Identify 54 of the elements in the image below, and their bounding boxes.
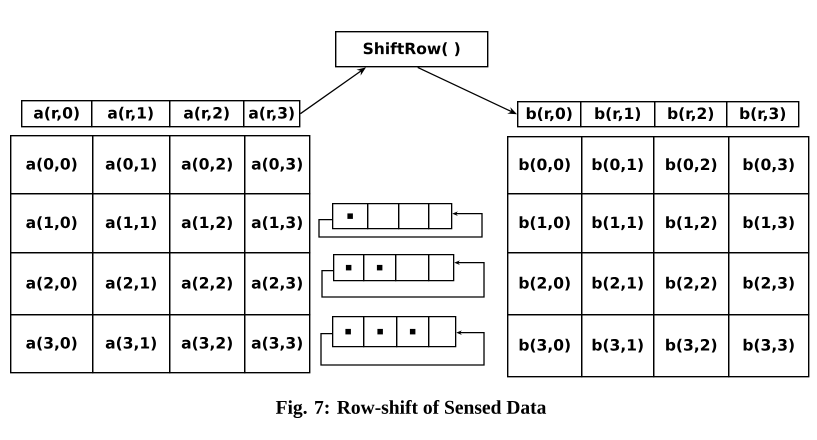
matrix-cell: b(1,2) (653, 193, 730, 254)
register-cell (395, 254, 430, 282)
matrix-cell: a(0,2) (169, 135, 246, 194)
matrix-cell: a(3,1) (92, 314, 170, 374)
matrix-cell: b(2,3) (728, 252, 810, 316)
row-cell: b(r,2) (654, 101, 728, 128)
matrix-cell: a(0,1) (92, 135, 170, 194)
matrix-cell: b(0,3) (728, 136, 810, 194)
row-cell: a(r,0) (21, 100, 92, 128)
matrix-cell: a(0,0) (10, 135, 94, 194)
matrix-cell: a(1,2) (169, 193, 246, 254)
matrix-cell: b(2,0) (507, 252, 582, 316)
matrix-cell: b(3,1) (581, 314, 654, 378)
row-cell: b(r,1) (580, 101, 656, 128)
register-cell (363, 316, 398, 348)
matrix-cell: a(3,2) (169, 314, 246, 374)
matrix-cell: b(2,1) (581, 252, 654, 316)
figure-caption: Fig. 7: Row-shift of Sensed Data (276, 400, 546, 418)
row-cell: b(r,0) (517, 101, 582, 128)
matrix-cell: b(3,2) (653, 314, 730, 378)
matrix-cell: a(2,2) (169, 252, 246, 316)
matrix-cell: b(1,1) (581, 193, 654, 254)
register-cell (332, 203, 368, 230)
matrix-cell: a(3,3) (244, 314, 310, 374)
matrix-cell: a(3,0) (10, 314, 94, 374)
matrix-cell: b(2,2) (653, 252, 730, 316)
register-cell (428, 203, 452, 230)
row-cell: a(r,2) (169, 100, 244, 128)
matrix-cell: a(2,0) (10, 252, 94, 316)
matrix-cell: b(3,0) (507, 314, 582, 378)
matrix-cell: a(1,0) (10, 193, 94, 254)
matrix-cell: b(3,3) (728, 314, 810, 378)
register-cell (332, 316, 364, 348)
register-cell (396, 316, 430, 348)
register-cell (333, 254, 364, 282)
matrix-cell: b(0,2) (653, 136, 730, 194)
row-cell: a(r,3) (243, 100, 300, 128)
matrix-cell: b(0,1) (581, 136, 654, 194)
register-cell (398, 203, 430, 230)
matrix-cell: a(2,1) (92, 252, 170, 316)
process-box: ShiftRow( ) (335, 31, 488, 68)
register-cell (428, 316, 456, 348)
matrix-cell: b(1,3) (728, 193, 810, 254)
register-cell (367, 203, 400, 230)
matrix-cell: b(0,0) (507, 136, 582, 194)
register-cell (363, 254, 396, 282)
matrix-cell: a(1,3) (244, 193, 310, 254)
row-cell: b(r,3) (726, 101, 800, 128)
matrix-cell: a(1,1) (92, 193, 170, 254)
matrix-cell: a(2,3) (244, 252, 310, 316)
matrix-cell: b(1,0) (507, 193, 582, 254)
matrix-cell: a(0,3) (244, 135, 310, 194)
row-cell: a(r,1) (91, 100, 170, 128)
register-cell (428, 254, 454, 282)
